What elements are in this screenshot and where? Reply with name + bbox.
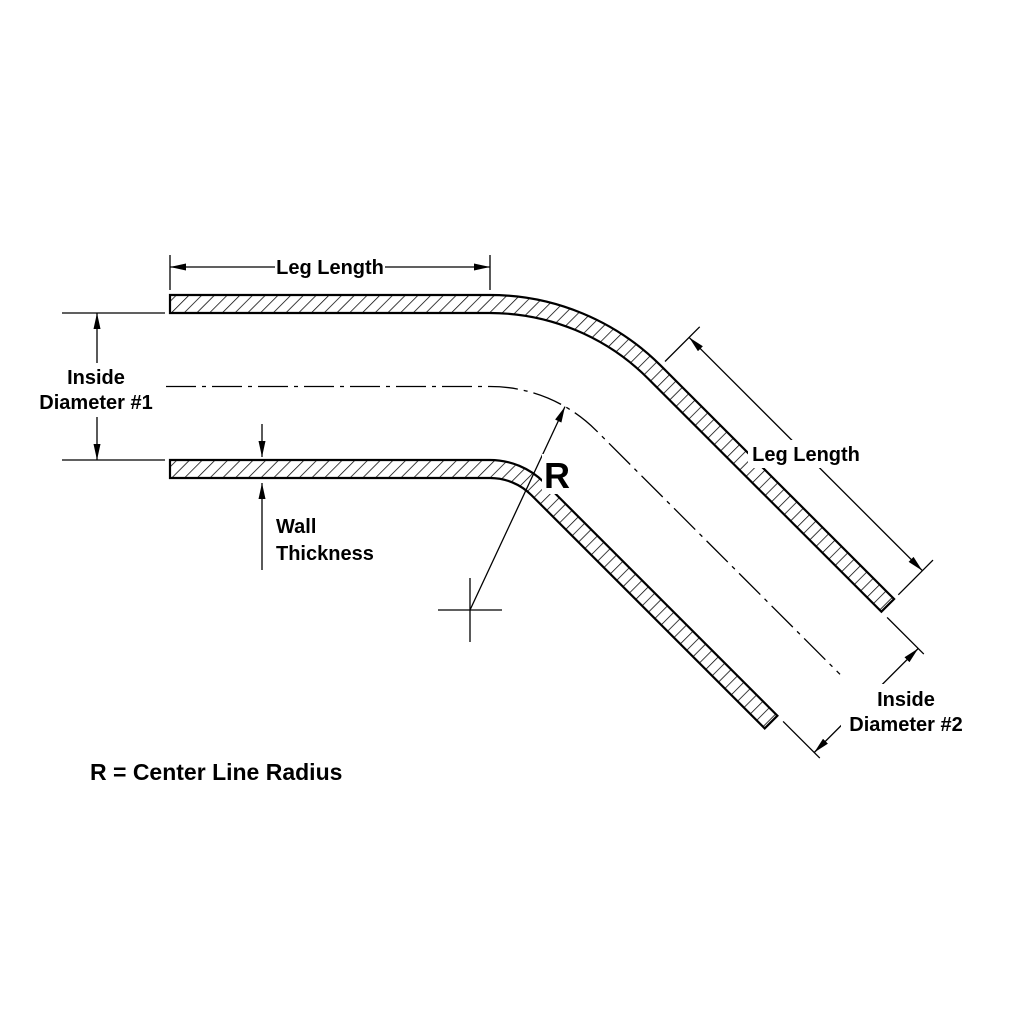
radius-label: R: [544, 455, 570, 496]
inside-diameter-2-label-line2: Diameter #2: [849, 714, 962, 736]
inside-diameter-1-label-line2: Diameter #1: [39, 392, 152, 414]
tube-lower-wall: [168, 458, 779, 730]
leg-length-top-label: Leg Length: [276, 257, 384, 279]
centerline: [166, 385, 841, 675]
leg-length-right-label: Leg Length: [752, 444, 860, 466]
leg-length-top-label-bg: [275, 253, 385, 280]
inside-diameter-2-label-line1: Inside: [877, 689, 935, 711]
radius-leader: [469, 406, 566, 611]
inside-diameter-2-label-bg: [841, 684, 971, 740]
wall-thickness-label-line2: Thickness: [276, 543, 374, 565]
tube-upper-wall: [168, 293, 896, 614]
inside-diameter-1-label-bg: [33, 363, 159, 417]
legend-text: R = Center Line Radius: [90, 759, 342, 785]
leg-length-right-label-bg: [748, 440, 864, 468]
inside-diameter-1-label-line1: Inside: [67, 367, 125, 389]
wall-thickness-label-line1: Wall: [276, 516, 316, 538]
radius-label-bg: [542, 454, 572, 494]
tube-walls: [168, 293, 896, 730]
